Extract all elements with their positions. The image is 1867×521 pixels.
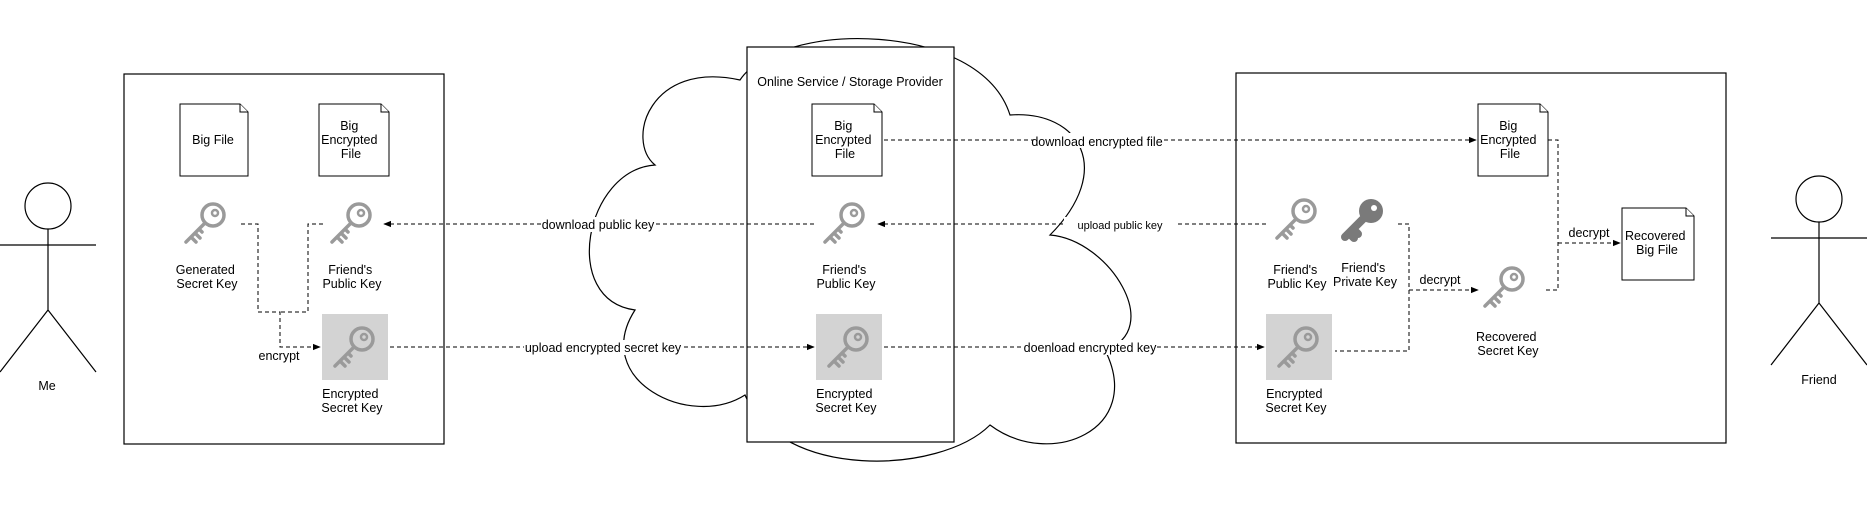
recovered-big-file-doc: Recovered Big File — [1621, 207, 1695, 281]
friends-private-key-label: Friend's Private Key — [1333, 261, 1398, 289]
flow-download-encrypted-file-label: download encrypted file — [1031, 135, 1162, 149]
encrypt-label: encrypt — [259, 349, 301, 363]
actor-me-label: Me — [38, 379, 55, 393]
decrypt-connector-b — [1543, 139, 1559, 291]
actor-me: Me — [0, 182, 97, 393]
generated-secret-key-label: Generated Secret Key — [176, 263, 239, 291]
left-encrypted-secret-key-label: Encrypted Secret Key — [321, 387, 383, 415]
right-encrypted-file-label: Big Encrypted File — [1480, 119, 1540, 161]
encrypt-connector-2 — [280, 223, 323, 313]
flow-upload-public-key-label: upload public key — [1077, 220, 1163, 232]
recovered-secret-key: Recovered Secret Key — [1476, 266, 1540, 358]
cloud-title: Online Service / Storage Provider — [757, 75, 943, 89]
center-encrypted-secret-key-label: Encrypted Secret Key — [815, 387, 877, 415]
recovered-big-file-label: Recovered Big File — [1625, 229, 1689, 257]
decrypt-label-2: decrypt — [1569, 226, 1611, 240]
center-encrypted-file-label: Big Encrypted File — [815, 119, 875, 161]
generated-secret-key: Generated Secret Key — [176, 202, 239, 291]
big-file-doc: Big File — [179, 103, 249, 177]
right-encrypted-file-doc: Big Encrypted File — [1477, 103, 1549, 177]
actor-friend: Friend — [1770, 175, 1867, 387]
flow-download-public-key-label: download public key — [542, 218, 655, 232]
decrypt-connector-a — [1335, 223, 1410, 352]
center-encrypted-file-doc: Big Encrypted File — [811, 103, 883, 177]
flow-upload-encrypted-secret-key-label: upload encrypted secret key — [525, 341, 682, 355]
left-encrypted-secret-key: Encrypted Secret Key — [321, 314, 388, 415]
recovered-secret-key-label: Recovered Secret Key — [1476, 330, 1540, 358]
left-friends-public-key: Friend's Public Key — [322, 202, 382, 291]
encrypt-connector-1 — [241, 223, 321, 351]
right-friends-public-key-label: Friend's Public Key — [1267, 263, 1327, 291]
left-friends-public-key-label: Friend's Public Key — [322, 263, 382, 291]
big-file-label: Big File — [192, 133, 234, 147]
left-panel — [123, 73, 445, 445]
left-encrypted-file-doc: Big Encrypted File — [318, 103, 390, 177]
center-friends-public-key: Friend's Public Key — [816, 202, 876, 291]
left-encrypted-file-label: Big Encrypted File — [321, 119, 381, 161]
right-encrypted-secret-key-label: Encrypted Secret Key — [1265, 387, 1327, 415]
flow-download-encrypted-key-label: doenload encrypted key — [1024, 341, 1157, 355]
decrypt-label-1: decrypt — [1420, 273, 1462, 287]
friends-private-key: Friend's Private Key — [1333, 199, 1398, 289]
actor-friend-label: Friend — [1801, 373, 1836, 387]
right-friends-public-key: Friend's Public Key — [1267, 198, 1327, 291]
center-friends-public-key-label: Friend's Public Key — [816, 263, 876, 291]
right-encrypted-secret-key: Encrypted Secret Key — [1265, 314, 1332, 415]
center-encrypted-secret-key: Encrypted Secret Key — [815, 314, 882, 415]
